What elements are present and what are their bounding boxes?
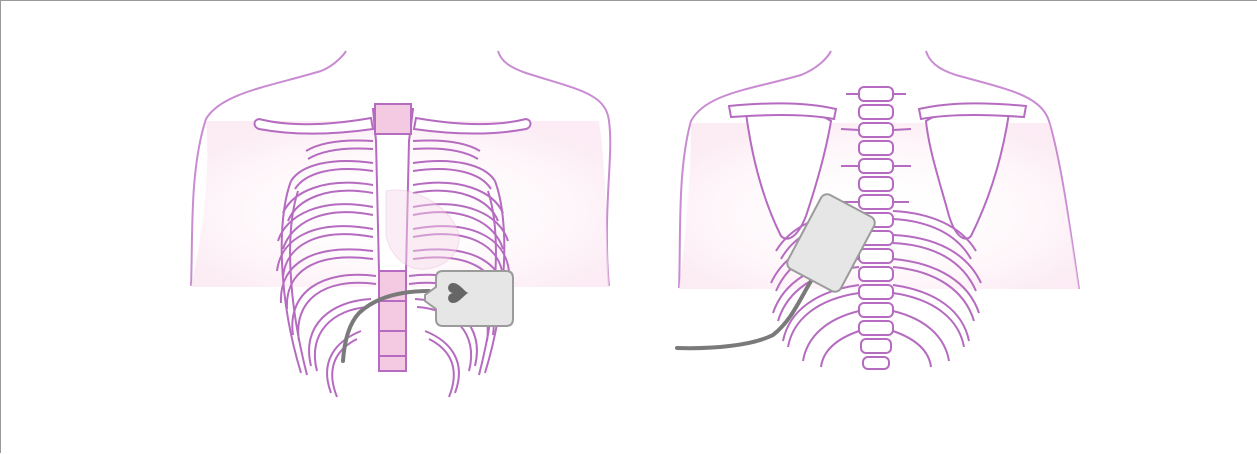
back-torso-view bbox=[677, 51, 1079, 369]
right-clavicle bbox=[414, 118, 531, 134]
left-clavicle bbox=[255, 118, 374, 134]
front-electrode-pad bbox=[425, 271, 513, 326]
front-torso-view bbox=[191, 51, 610, 397]
